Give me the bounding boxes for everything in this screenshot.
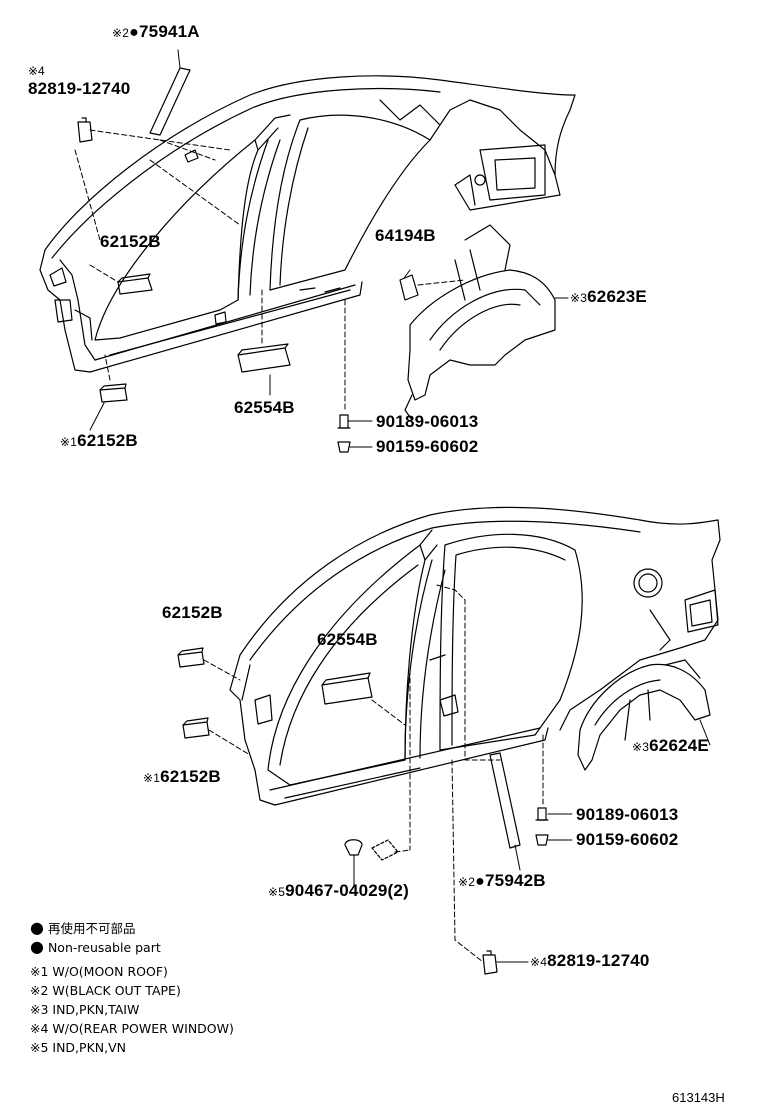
non-reusable-dot-icon: ● (30, 937, 44, 956)
part-number: 62152B (160, 767, 221, 786)
label-62624e: ※362624E (632, 736, 709, 756)
label-82819-bot: ※482819-12740 (530, 951, 650, 971)
note-mark: ※2 (458, 875, 476, 889)
non-reusable-dot-icon: ● (129, 24, 140, 41)
illustration-ref-code: 613143H (672, 1090, 725, 1105)
legend-note-3: ※3 IND,PKN,TAIW (30, 1002, 140, 1017)
top-wheelhouse (404, 224, 556, 421)
note-mark: ※1 (143, 771, 161, 785)
legend-note-5: ※5 IND,PKN,VN (30, 1040, 126, 1055)
label-90189-bot: 90189-06013 (576, 805, 679, 824)
top-parts (77, 67, 419, 453)
part-number: 62623E (587, 287, 647, 306)
top-leaders (74, 49, 569, 448)
label-90159-bot: 90159-60602 (576, 830, 679, 849)
bottom-parts (177, 647, 549, 975)
note-mark: ※4 (530, 955, 548, 969)
bottom-side-panel-outline (229, 506, 721, 806)
part-number: 62624E (649, 736, 709, 755)
non-reusable-dot-icon: ● (30, 918, 44, 937)
legend-note-2: ※2 W(BLACK OUT TAPE) (30, 983, 181, 998)
note-mark: ※2 (112, 26, 130, 40)
top-side-panel-outline (39, 75, 576, 373)
note-mark: ※1 (60, 435, 78, 449)
note-mark: ※5 (268, 885, 286, 899)
label-62152b-bot-a: 62152B (162, 603, 223, 622)
label-75942b: ※2●75942B (458, 871, 546, 891)
part-number: 82819-12740 (547, 951, 650, 970)
bottom-leaders (203, 584, 711, 963)
label-90159-top: 90159-60602 (376, 437, 479, 456)
part-number: 75941A (139, 22, 200, 41)
label-62152b-top-a: 62152B (100, 232, 161, 251)
note-mark: ※3 (570, 291, 588, 305)
part-number: 62152B (77, 431, 138, 450)
label-90467: ※590467-04029(2) (268, 881, 409, 901)
label-62554b-top: 62554B (234, 398, 295, 417)
label-82819-top-mark: ※4 (28, 64, 45, 78)
note-mark: ※3 (632, 740, 650, 754)
label-62554b-bot: 62554B (317, 630, 378, 649)
label-62152b-top-b: ※162152B (60, 431, 138, 451)
label-82819-top: 82819-12740 (28, 79, 131, 98)
label-64194b: 64194B (375, 226, 436, 245)
legend-en-text: Non-reusable part (47, 940, 161, 955)
non-reusable-dot-icon: ● (475, 873, 486, 890)
legend-note-4: ※4 W/O(REAR POWER WINDOW) (30, 1021, 234, 1036)
legend-en: ● Non-reusable part (30, 937, 161, 956)
legend-jp-text: 再使用不可部品 (47, 921, 136, 936)
label-90189-top: 90189-06013 (376, 412, 479, 431)
label-75941a: ※2●75941A (112, 22, 200, 42)
part-number: 90467-04029(2) (285, 881, 409, 900)
label-62623e: ※362623E (570, 287, 647, 307)
legend-note-1: ※1 W/O(MOON ROOF) (30, 964, 168, 979)
part-number: 75942B (485, 871, 546, 890)
legend-jp: ● 再使用不可部品 (30, 918, 135, 937)
bottom-wheelhouse (577, 659, 711, 771)
label-62152b-bot-b: ※162152B (143, 767, 221, 787)
